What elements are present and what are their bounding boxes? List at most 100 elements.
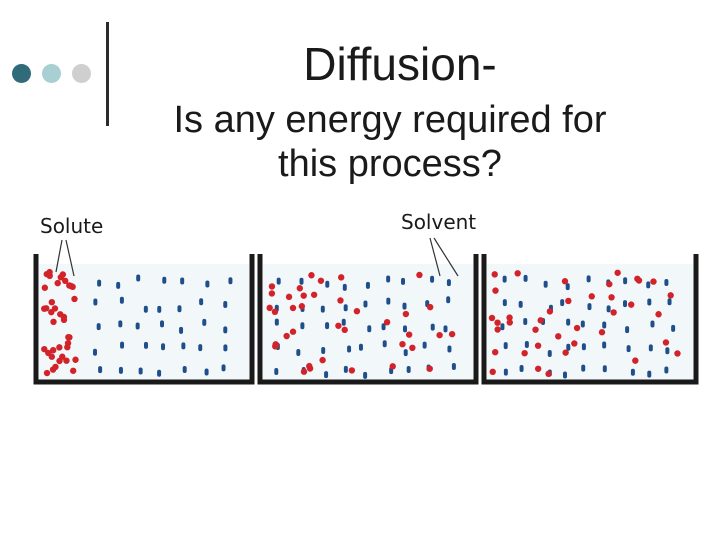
solvent-particle [602, 341, 606, 348]
solute-particle [574, 325, 580, 331]
solvent-particle [199, 298, 203, 305]
solute-particle [59, 354, 65, 360]
decorative-dots [12, 64, 96, 84]
solute-particle [269, 283, 275, 289]
solvent-particle [205, 368, 209, 375]
solute-particle [65, 334, 71, 340]
solvent-particle [523, 318, 527, 325]
solute-particle [272, 309, 278, 315]
light-gray-dot [72, 64, 91, 83]
solute-particle [674, 350, 680, 356]
solute-particle [338, 274, 344, 280]
solute-particle [57, 311, 63, 317]
solvent-particle [161, 343, 165, 350]
solute-particle [489, 315, 495, 321]
solvent-particle [423, 342, 427, 349]
solvent-particle [563, 371, 567, 378]
solute-particle [628, 301, 634, 307]
solute-particle [46, 269, 52, 275]
solvent-particle [344, 366, 348, 373]
diffusion-figure: Solute Solvent [30, 206, 700, 396]
solute-particle [565, 298, 571, 304]
solute-particle [311, 292, 317, 298]
solute-particle [606, 281, 612, 287]
solute-particle [390, 363, 396, 369]
solvent-particle [566, 319, 570, 326]
solute-particle [545, 371, 551, 377]
solute-particle [492, 349, 498, 355]
solute-particle [354, 308, 360, 314]
solute-particle [409, 345, 415, 351]
solute-particle [61, 317, 67, 323]
solute-particle [507, 319, 513, 325]
solute-particle [608, 294, 614, 300]
solvent-particle [277, 278, 281, 285]
solute-particle [290, 305, 296, 311]
subtitle-line-1: Is any energy required for [120, 98, 660, 142]
solvent-particle [403, 325, 407, 332]
solute-particle [72, 357, 78, 363]
solvent-particle [116, 282, 120, 289]
solvent-particle [363, 372, 367, 379]
solvent-particle [447, 346, 451, 353]
solvent-particle [120, 342, 124, 349]
solvent-particle [144, 306, 148, 313]
solute-particle [562, 278, 568, 284]
solute-particle [48, 309, 54, 315]
solvent-particle [223, 344, 227, 351]
solvent-particle [647, 299, 651, 306]
solute-particle [299, 303, 305, 309]
solute-particle [68, 283, 74, 289]
solvent-particle [664, 367, 668, 374]
solvent-particle [139, 368, 143, 375]
solute-label: Solute [40, 214, 103, 238]
solute-particle [571, 340, 577, 346]
solvent-particle [446, 296, 450, 303]
solvent-particle [157, 370, 161, 377]
solvent-particle [202, 319, 206, 326]
solvent-particle [180, 278, 184, 285]
solute-particle [62, 278, 68, 284]
solvent-particle [404, 349, 408, 356]
solvent-particle [386, 276, 390, 283]
solute-particle [599, 329, 605, 335]
solute-particle [535, 342, 541, 348]
solvent-particle [602, 322, 606, 329]
solvent-particle [118, 320, 122, 327]
solvent-particle [504, 342, 508, 349]
solute-particle [589, 293, 595, 299]
solvent-particle [431, 324, 435, 331]
solute-particle [449, 331, 455, 337]
solute-particle [547, 308, 553, 314]
solvent-label: Solvent [401, 210, 476, 234]
solute-particle [427, 365, 433, 371]
solvent-particle [587, 275, 591, 282]
solute-particle [399, 341, 405, 347]
solvent-particle [631, 369, 635, 376]
solute-particle [70, 368, 76, 374]
solute-particle [56, 344, 62, 350]
solute-particle [537, 317, 543, 323]
solute-particle [535, 366, 541, 372]
solute-particle [521, 350, 527, 356]
solvent-particle [363, 300, 367, 307]
solvent-particle [386, 298, 390, 305]
solute-particle [290, 329, 296, 335]
solute-particle [490, 369, 496, 375]
solute-particle [610, 309, 616, 315]
solute-particle [335, 323, 341, 329]
solvent-particle [668, 298, 672, 305]
solvent-particle [183, 366, 187, 373]
solvent-particle [223, 301, 227, 308]
solvent-particle [300, 278, 304, 285]
solvent-particle [504, 369, 508, 376]
solute-particle [342, 327, 348, 333]
solute-particle [492, 271, 498, 277]
solvent-particle [566, 283, 570, 290]
solvent-particle [519, 301, 523, 308]
solute-particle [663, 339, 669, 345]
solute-particle [436, 332, 442, 338]
solvent-particle [136, 322, 140, 329]
solute-particle [301, 292, 307, 298]
solvent-particle [223, 326, 227, 333]
